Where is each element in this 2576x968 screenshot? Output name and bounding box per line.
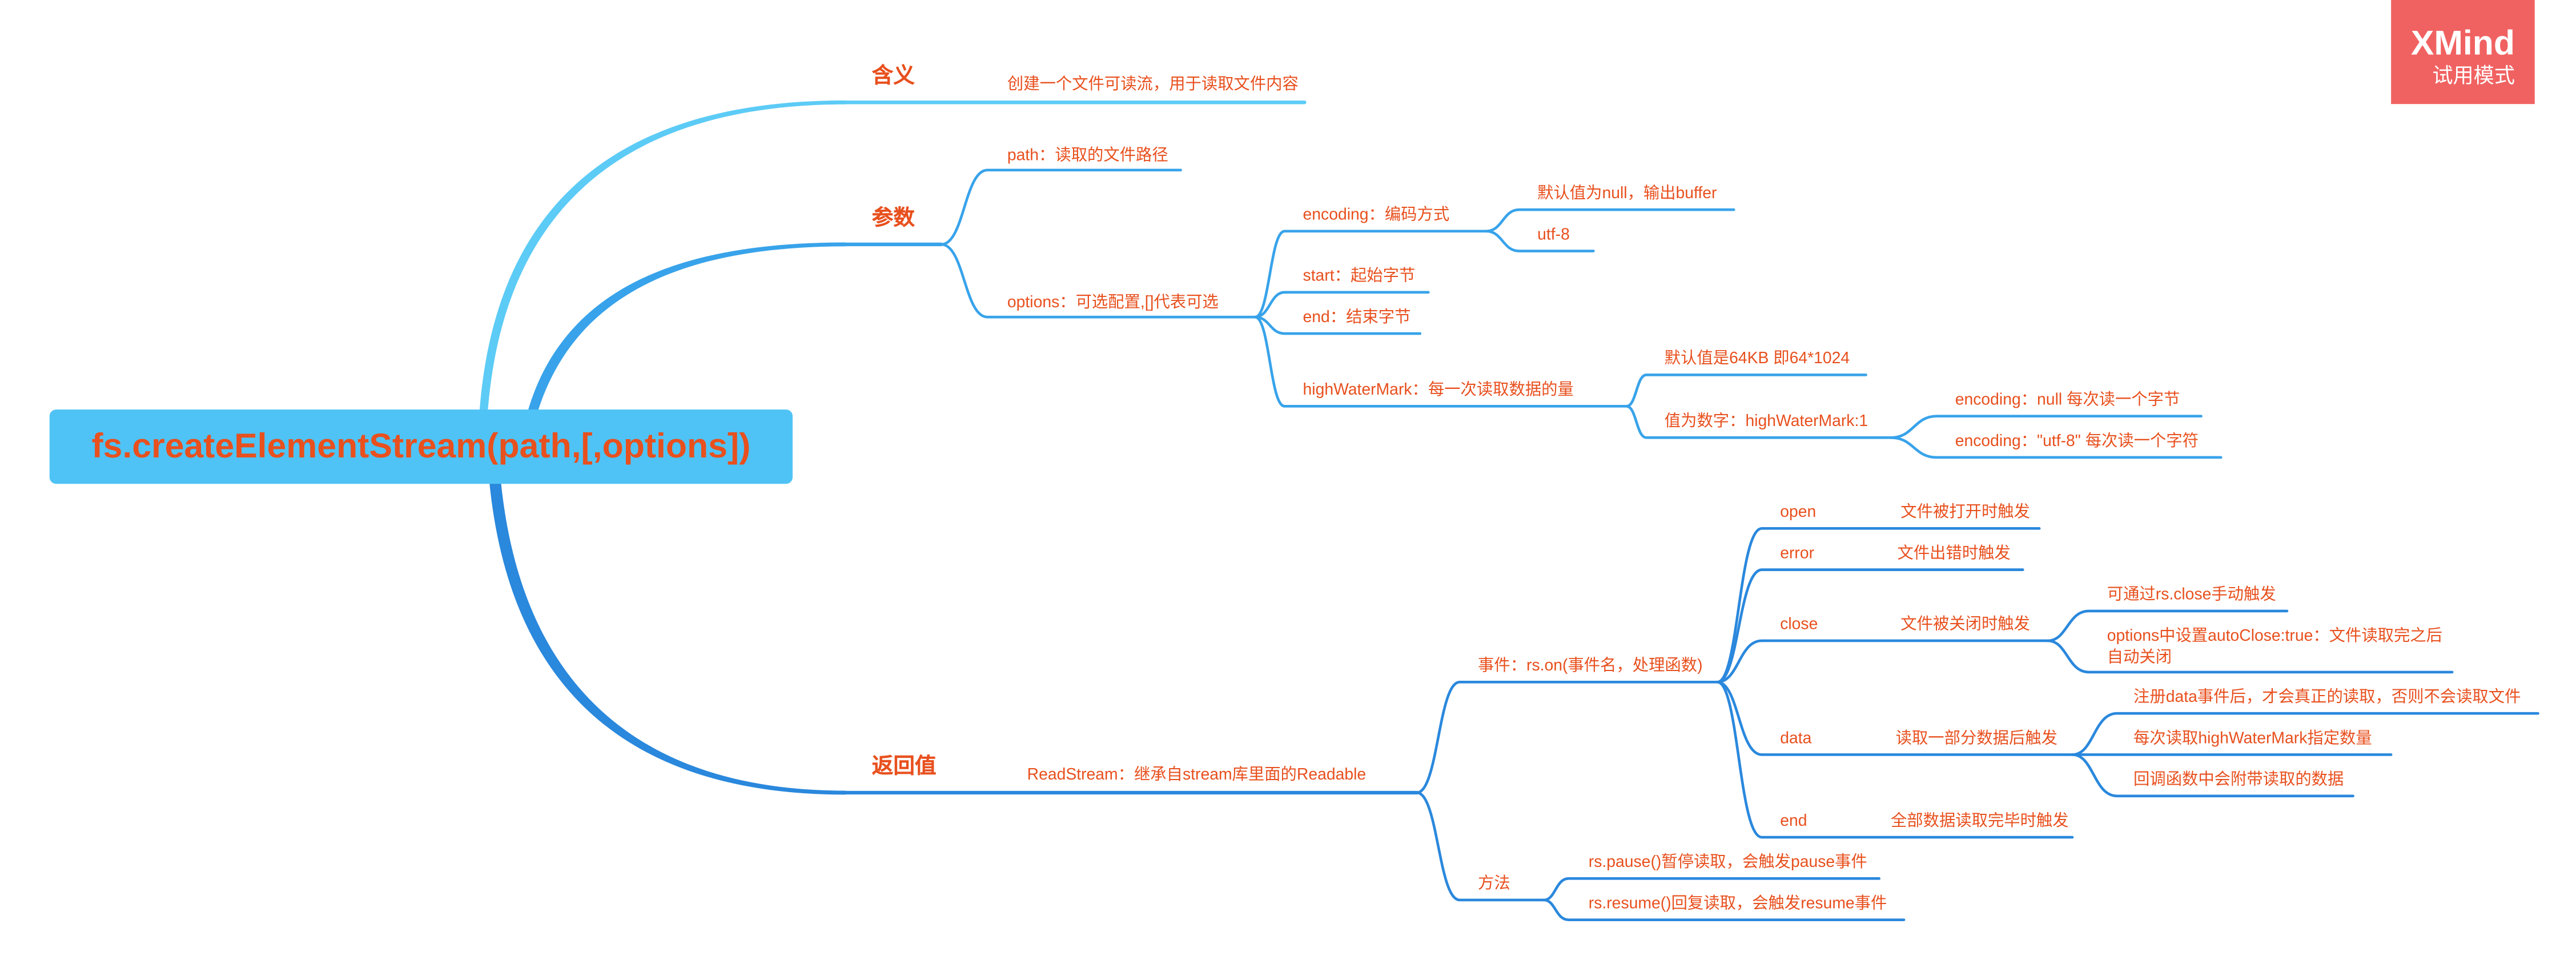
- subtopic-highwatermark[interactable]: highWaterMark：每一次读取数据的量: [1303, 381, 1574, 400]
- event-close[interactable]: close: [1780, 616, 1818, 634]
- event-open-description[interactable]: 文件被打开时触发: [1900, 503, 2030, 522]
- branch-line-params: [525, 242, 846, 421]
- root-topic[interactable]: fs.createElementStream(path,[,options]): [49, 409, 793, 484]
- connector-highwatermark-numeric: [1625, 405, 1892, 439]
- connector-methods-resume: [1542, 898, 1906, 921]
- connector-params-options: [939, 243, 1256, 319]
- subtopic-highwatermark-default[interactable]: 默认值是64KB 即64*1024: [1664, 350, 1850, 368]
- connector-readstream-methods: [1415, 791, 1546, 902]
- connector-close-manual: [2046, 609, 2289, 642]
- main-topic-meaning[interactable]: 含义: [871, 62, 915, 88]
- branch-group-params: [525, 168, 2223, 459]
- subtopic-readstream[interactable]: ReadStream：继承自stream库里面的Readable: [1027, 766, 1367, 785]
- branch-line-meaning: [479, 100, 846, 421]
- event-data-description[interactable]: 读取一部分数据后触发: [1895, 730, 2057, 748]
- method-pause[interactable]: rs.pause()暂停读取，会触发pause事件: [1588, 853, 1867, 872]
- watermark-mode: 试用模式: [2432, 64, 2515, 88]
- subtopic-encoding-utf8[interactable]: utf-8: [1537, 226, 1570, 244]
- event-close-autoclose[interactable]: options中设置autoClose:true：文件读取完之后自动关闭: [2107, 626, 2443, 666]
- event-data[interactable]: data: [1780, 730, 1812, 748]
- subtopic-options[interactable]: options：可选配置,[]代表可选: [1007, 294, 1219, 312]
- event-data-callback[interactable]: 回调函数中会附带读取的数据: [2133, 771, 2344, 790]
- branch-line-returns: [488, 475, 846, 795]
- event-open[interactable]: open: [1780, 503, 1817, 522]
- event-end-description[interactable]: 全部数据读取完毕时触发: [1890, 812, 2069, 831]
- connector-events-close: [1716, 639, 2049, 684]
- connector-data-register: [2071, 712, 2539, 756]
- connector-methods-pause: [1542, 877, 1881, 902]
- connector-options-highwatermark: [1253, 315, 1628, 408]
- connector-data-callback: [2071, 753, 2354, 798]
- method-resume[interactable]: rs.resume()回复读取，会触发resume事件: [1588, 895, 1887, 914]
- branch-group-meaning: [479, 100, 1307, 421]
- connector-params-path: [939, 168, 1182, 246]
- event-data-register[interactable]: 注册data事件后，才会真正的读取，否则不会读取文件: [2133, 688, 2521, 707]
- connector-options-encoding: [1253, 230, 1488, 319]
- subtopic-numeric-utf8[interactable]: encoding："utf-8" 每次读一个字符: [1955, 432, 2199, 451]
- connector-options-end: [1253, 315, 1422, 335]
- connector-options-start: [1253, 291, 1430, 319]
- event-end[interactable]: end: [1780, 812, 1807, 831]
- main-topic-params[interactable]: 参数: [871, 204, 915, 230]
- watermark-brand: XMind: [2410, 25, 2515, 63]
- subtopic-path[interactable]: path：读取的文件路径: [1007, 147, 1168, 166]
- event-close-description[interactable]: 文件被关闭时触发: [1900, 616, 2030, 634]
- subtopic-numeric-null[interactable]: encoding：null 每次读一个字节: [1955, 391, 2180, 410]
- subtopic-highwatermark-numeric[interactable]: 值为数字：highWaterMark:1: [1664, 412, 1868, 431]
- connector-encoding-utf8: [1485, 230, 1595, 252]
- connector-events-data: [1716, 680, 2074, 756]
- root-topic-label: fs.createElementStream(path,[,options]): [91, 427, 751, 465]
- subtopic-meaning-description[interactable]: 创建一个文件可读流，用于读取文件内容: [1007, 76, 1299, 94]
- connector-numeric-utf8: [1889, 436, 2223, 459]
- subtopic-start[interactable]: start：起始字节: [1303, 267, 1416, 286]
- connector-events-error: [1716, 568, 2024, 684]
- xmind-trial-watermark: XMind 试用模式: [2391, 0, 2535, 105]
- branch-group-returns: [488, 475, 2539, 921]
- subtopic-encoding[interactable]: encoding：编码方式: [1303, 206, 1450, 225]
- connector-events-end: [1716, 680, 2074, 839]
- event-error-description[interactable]: 文件出错时触发: [1897, 545, 2011, 564]
- subtopic-methods[interactable]: 方法: [1478, 875, 1510, 894]
- event-close-manual[interactable]: 可通过rs.close手动触发: [2107, 586, 2276, 605]
- event-data-amount[interactable]: 每次读取highWaterMark指定数量: [2133, 730, 2372, 748]
- subtopic-encoding-default[interactable]: 默认值为null，输出buffer: [1537, 184, 1717, 203]
- event-error[interactable]: error: [1780, 545, 1815, 564]
- connector-readstream-events: [1415, 680, 1719, 794]
- main-topic-returns[interactable]: 返回值: [871, 753, 937, 778]
- connector-close-autoclose: [2046, 639, 2454, 674]
- subtopic-end[interactable]: end：结束字节: [1303, 308, 1411, 327]
- connector-highwatermark-default: [1625, 373, 1867, 408]
- connector-encoding-default: [1485, 208, 1735, 233]
- subtopic-events[interactable]: 事件：rs.on(事件名，处理函数): [1478, 657, 1703, 676]
- connector-numeric-null: [1889, 415, 2203, 439]
